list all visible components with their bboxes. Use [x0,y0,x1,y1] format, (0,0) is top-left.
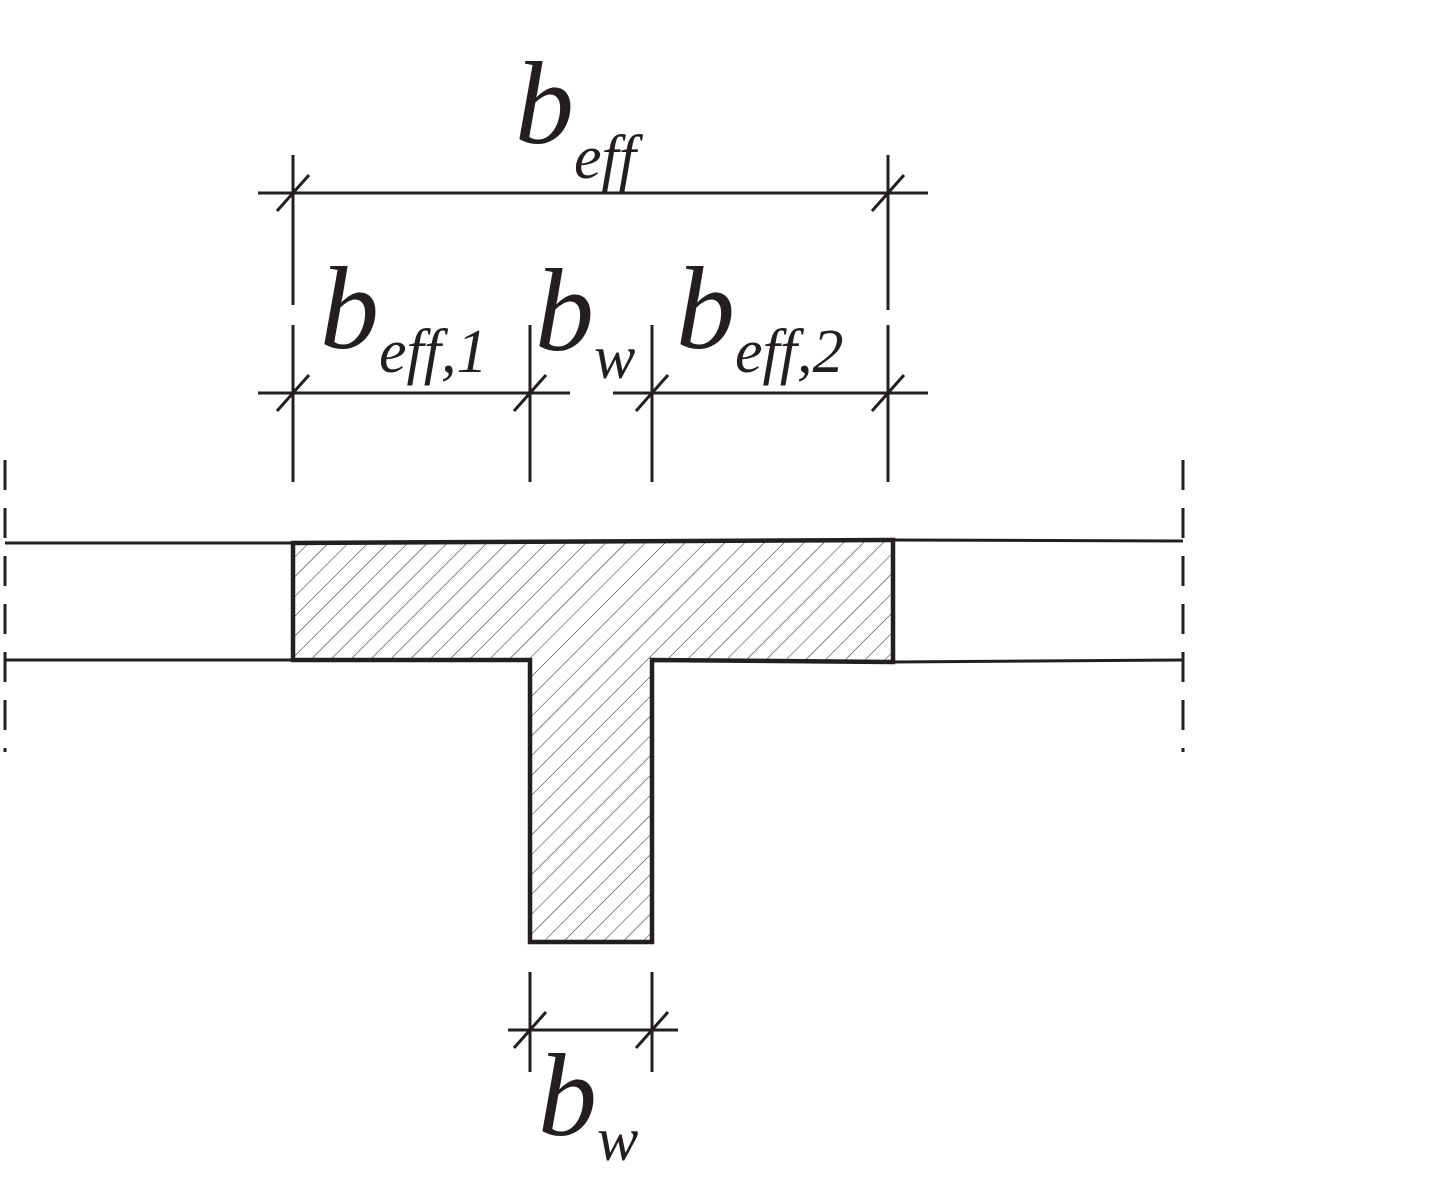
label-b-w-bottom: bw [538,1030,638,1174]
dimension-b-eff [258,155,928,310]
label-b-eff-2: beff,2 [676,243,843,386]
label-b-w-top: bw [535,245,635,392]
slab-outline [3,460,1185,752]
t-section-hatched [290,537,896,945]
dimension-row-components [258,325,928,482]
label-b-eff-1: beff,1 [320,243,487,386]
label-b-eff: beff [515,38,644,192]
dimension-b-w-bottom [508,972,678,1072]
